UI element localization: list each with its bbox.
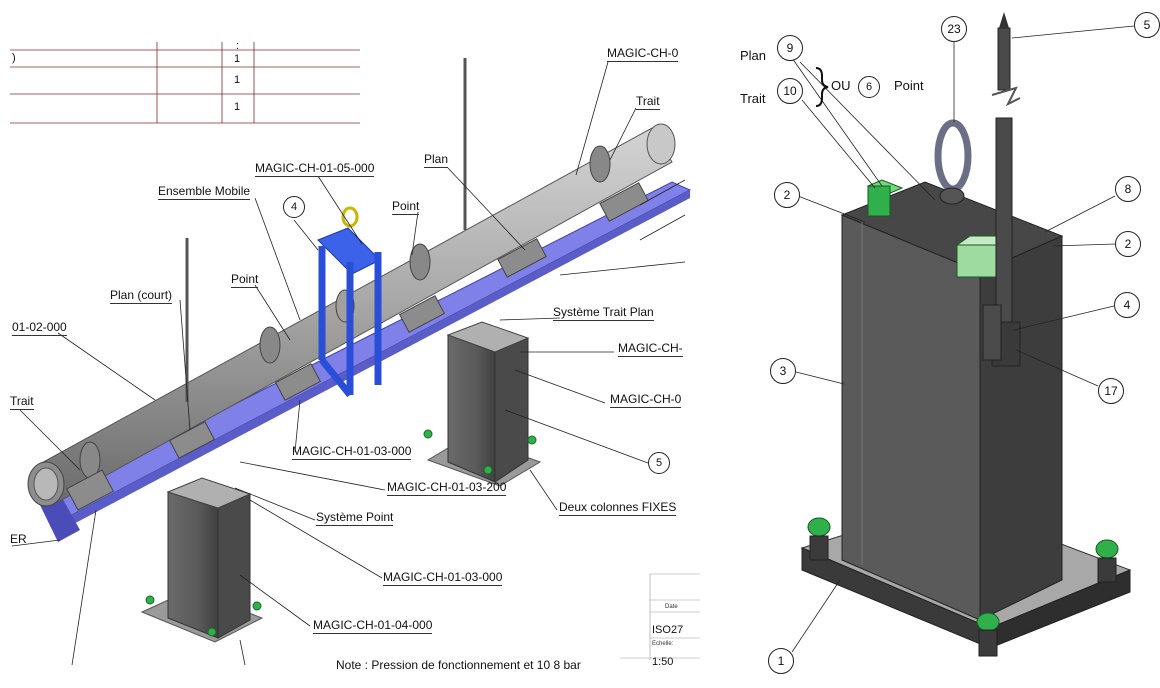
balloon-8: 8 [1115,176,1141,202]
column-drawing [791,12,1135,657]
main-tube [27,123,676,507]
label-magic-04: MAGIC-CH-01-04-000 [313,618,433,634]
table-column-mark: : [236,40,240,52]
parts-table [10,42,360,124]
label-point-mid: Point [392,199,420,215]
label-systeme-point: Système Point [316,510,394,526]
lifting-ring [341,206,359,228]
leader-lines [11,61,686,666]
balloon-9: 9 [777,35,803,61]
label-magic-03-200: MAGIC-CH-01-03-200 [387,480,507,496]
label-plan-court: Plan (court) [110,288,173,304]
green-block-top-left [866,179,904,217]
label-magic-right1: MAGIC-CH- [618,341,683,357]
column-body [840,181,1064,621]
green-feet-right [807,517,1119,657]
label-plan-right: Plan [740,48,767,63]
title-block [620,573,700,660]
label-systeme-trait-plan: Système Trait Plan [553,305,654,321]
label-trait-right: Trait [740,91,766,106]
label-plan: Plan [424,152,449,168]
label-er: ER [10,532,27,546]
eye-ring [934,119,972,193]
label-magic-top: MAGIC-CH-0 [607,46,679,62]
blue-rail [40,181,692,542]
title-block-echelle: Echelle: [652,641,674,647]
vertical-rods [185,58,467,402]
label-magic-right2: MAGIC-CH-0 [610,392,682,408]
label-trait-left: Trait [10,394,34,410]
balloon-10: 10 [777,78,803,104]
label-deux-colonnes: Deux colonnes FIXES [559,500,677,516]
green-feet [145,429,537,637]
balloon-23: 23 [941,16,967,42]
assembly-drawing [10,42,700,666]
title-block-date: Date [665,604,678,610]
balloon-6: 6 [858,76,880,98]
title-block-iso: ISO27 [652,624,684,636]
eye-ring-base [939,187,965,205]
label-trait-top: Trait [636,94,660,110]
title-block-scale: 1:50 [652,656,674,668]
table-row-prefix: ) [12,52,16,64]
tube-supports [66,182,649,511]
label-point-left: Point [231,272,259,288]
side-bracket [982,304,1002,361]
column-detail-view-right: Plan Trait OU Point 9 10 6 23 5 2 8 2 4 … [720,0,1160,688]
balloon-2-left: 2 [774,182,800,208]
table-row-qty: 1 [234,101,241,113]
column-right [426,321,542,487]
label-magic-05: MAGIC-CH-01-05-000 [255,161,375,177]
balloon-2-right: 2 [1115,231,1141,257]
label-magic-03-b: MAGIC-CH-01-03-000 [383,570,503,586]
balloon-4-right: 4 [1114,292,1140,318]
table-row-qty: 1 [234,53,241,65]
balloon-5: 5 [648,452,670,474]
balloon-3: 3 [770,358,796,384]
balloon-17: 17 [1098,378,1124,404]
balloon-1: 1 [768,648,794,674]
label-magic-03-a: MAGIC-CH-01-03-000 [292,444,412,460]
balloon-4: 4 [283,196,305,218]
brace-symbol [815,67,829,107]
label-ensemble-mobile: Ensemble Mobile [158,184,251,200]
label-point-right: Point [894,78,924,93]
table-row-qty: 1 [234,74,241,86]
drawing-note: Note : Pression de fonctionnement et 10 … [336,658,581,672]
column-left [140,477,264,643]
assembly-view-left: ) : 1 1 1 MAGIC-CH-0 Trait MAGIC-CH-01-0… [10,40,700,672]
label-magic-01-02: 01-02-000 [12,320,67,336]
label-ou: OU [831,78,851,93]
blue-frame [317,227,382,398]
balloon-5-right: 5 [1134,12,1160,38]
